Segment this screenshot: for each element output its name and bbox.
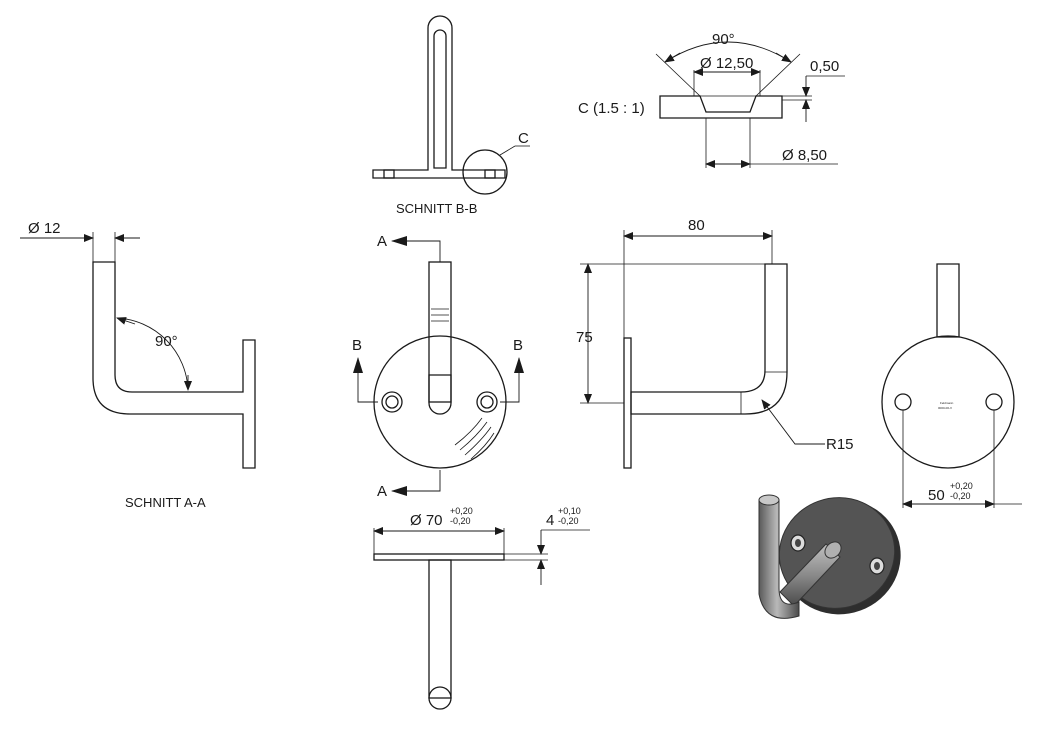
- front-view: A A B B: [352, 233, 524, 500]
- cut-b-left: B: [352, 337, 362, 354]
- detail-c: C (1.5 : 1) 90° Ø 12,50 0,50 Ø 8,50: [578, 31, 845, 168]
- section-a-a: Ø 12 90° SCHNITT A-A: [20, 220, 256, 510]
- thickness-tol-plus: +0,10: [558, 506, 581, 516]
- top-view-plate: [373, 553, 505, 561]
- side-view-plate: [623, 337, 632, 469]
- plate-tol-plus: +0,20: [450, 506, 473, 516]
- engraving-line1: Feldmann: [940, 401, 954, 405]
- cut-a-bottom: A: [377, 483, 387, 500]
- plate-diameter: Ø 70: [410, 512, 443, 529]
- detail-c-depth: 0,50: [810, 58, 839, 75]
- detail-c-ref: C: [518, 130, 529, 147]
- hole-spacing: 50: [928, 487, 945, 504]
- detail-c-angle: 90°: [712, 31, 735, 48]
- back-view-plate: [881, 335, 1015, 469]
- detail-c-label: C (1.5 : 1): [578, 100, 645, 117]
- section-a-a-label: SCHNITT A-A: [125, 495, 206, 510]
- isometric-view: [758, 494, 901, 619]
- detail-c-section: [659, 95, 783, 119]
- hole-tol-plus: +0,20: [950, 481, 973, 491]
- top-view-rod: [428, 559, 452, 699]
- side-view-rod: [630, 263, 788, 415]
- hole-tol-minus: -0,20: [950, 491, 971, 501]
- detail-c-circle: [462, 149, 508, 195]
- iso-rod-top: [758, 494, 780, 506]
- section-a-a-diameter: Ø 12: [28, 220, 61, 237]
- section-b-b-label: SCHNITT B-B: [396, 201, 477, 216]
- section-a-a-angle: 90°: [155, 333, 178, 350]
- iso-rod-horizontal: [779, 543, 841, 607]
- side-width: 80: [688, 217, 705, 234]
- thickness: 4: [546, 512, 554, 529]
- front-view-rod: [428, 261, 452, 403]
- top-view: Ø 70 +0,20 -0,20 4 +0,10 -0,20: [373, 506, 590, 710]
- section-b-b-rod: [372, 15, 506, 179]
- thickness-tol-minus: -0,20: [558, 516, 579, 526]
- back-view: Feldmann 0000-00-V 50 +0,20 -0,20: [881, 263, 1022, 508]
- iso-rod-vertical: [758, 499, 800, 619]
- side-view: 80 75 R15: [576, 217, 854, 469]
- cut-a-top: A: [377, 233, 387, 250]
- cut-b-right: B: [513, 337, 523, 354]
- section-a-a-profile: [92, 261, 256, 469]
- engraving-line2: 0000-00-V: [938, 406, 952, 410]
- side-radius: R15: [826, 436, 854, 453]
- detail-c-inner-diameter: Ø 8,50: [782, 147, 827, 164]
- plate-tol-minus: -0,20: [450, 516, 471, 526]
- detail-c-outer-diameter: Ø 12,50: [700, 55, 753, 72]
- side-height: 75: [576, 329, 593, 346]
- section-b-b: C SCHNITT B-B: [372, 15, 530, 216]
